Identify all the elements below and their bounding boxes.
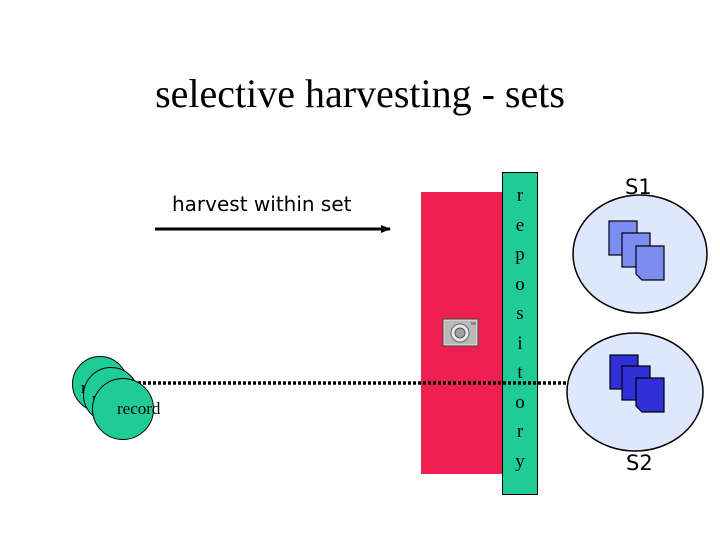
repository-letter: r bbox=[516, 185, 524, 206]
set-s2-label: S2 bbox=[626, 451, 653, 475]
repository-letter: y bbox=[515, 450, 525, 472]
record-circle-front: record bbox=[92, 378, 160, 440]
set-s1-circle bbox=[572, 194, 708, 314]
record-label: record bbox=[117, 399, 161, 418]
repository-letter: s bbox=[516, 303, 524, 324]
s2-document-icon bbox=[609, 354, 665, 413]
repository-letter: p bbox=[515, 244, 525, 265]
harvest-within-set-label: harvest within set bbox=[172, 192, 352, 216]
repository-letter: o bbox=[515, 273, 525, 295]
repository-letter: i bbox=[517, 332, 523, 354]
repository-letter: e bbox=[515, 214, 525, 236]
repository-letter: r bbox=[516, 421, 524, 442]
repository-letter: o bbox=[515, 391, 525, 413]
camera-icon bbox=[442, 318, 479, 347]
repository-box: r e p o s i t o r y bbox=[502, 172, 538, 495]
slide-title: selective harvesting - sets bbox=[155, 71, 565, 116]
set-s1-label: S1 bbox=[625, 175, 652, 199]
repository-letter: t bbox=[517, 362, 523, 383]
s1-document-icon bbox=[608, 220, 665, 281]
set-s2-circle bbox=[566, 332, 704, 452]
